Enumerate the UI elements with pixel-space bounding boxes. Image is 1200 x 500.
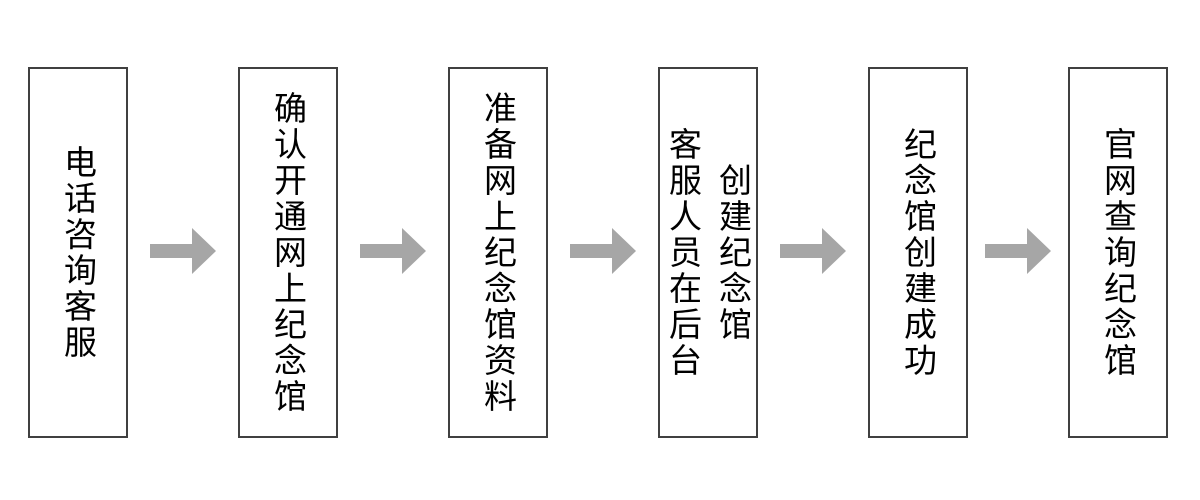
flow-arrow-icon (780, 225, 846, 277)
flow-step-confirm-open: 确认开通网上纪念馆 (238, 67, 338, 438)
arrow-right-shape (570, 228, 636, 274)
flow-step-create-success: 纪念馆创建成功 (868, 67, 968, 438)
flow-step-phone-consult: 电话咨询客服 (28, 67, 128, 438)
flow-arrow-icon (360, 225, 426, 277)
flow-step-label-line-1: 客服人员在后台 (664, 126, 702, 379)
flow-step-website-query: 官网查询纪念馆 (1068, 67, 1168, 438)
flow-step-backend-create: 客服人员在后台 创建纪念馆 (658, 67, 758, 438)
flow-step-label: 准备网上纪念馆资料 (479, 90, 517, 415)
flow-step-label: 确认开通网上纪念馆 (269, 90, 307, 415)
flow-step-label: 官网查询纪念馆 (1099, 126, 1137, 379)
flow-arrow-icon (985, 225, 1051, 277)
arrow-right-shape (150, 228, 216, 274)
flow-step-label-line-2: 创建纪念馆 (714, 162, 752, 343)
arrow-right-shape (780, 228, 846, 274)
flow-arrow-icon (570, 225, 636, 277)
flow-arrow-icon (150, 225, 216, 277)
flow-step-label: 电话咨询客服 (59, 144, 97, 361)
arrow-right-shape (985, 228, 1051, 274)
flow-step-label: 纪念馆创建成功 (899, 126, 937, 379)
arrow-right-shape (360, 228, 426, 274)
flow-step-prepare-materials: 准备网上纪念馆资料 (448, 67, 548, 438)
